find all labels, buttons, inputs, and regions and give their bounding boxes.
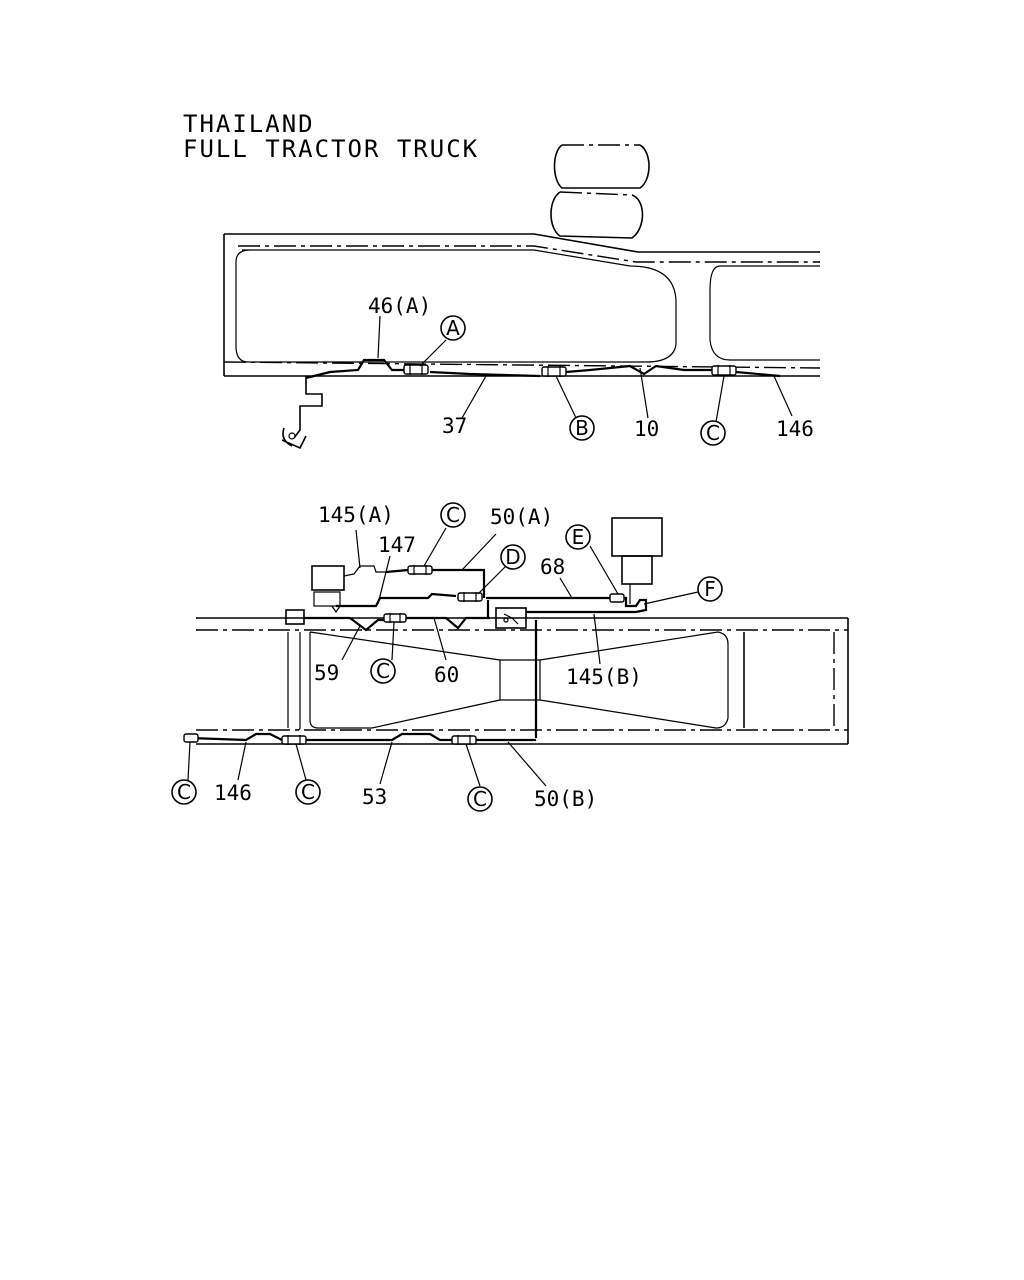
fitting-c1 [407, 565, 433, 575]
title-line-1: THAILAND [183, 110, 315, 138]
fitting-c4 [281, 735, 307, 745]
marker-c3-circle [171, 779, 197, 805]
marker-c-top: C [706, 421, 720, 445]
top-rail-upper-edge [224, 233, 820, 253]
label-46a: 46(A) [368, 294, 431, 318]
label-59: 59 [314, 661, 339, 685]
fitting-d [457, 592, 483, 602]
marker-c3: C [177, 780, 191, 804]
marker-c1-circle [440, 502, 466, 528]
pipe-145a [385, 568, 409, 574]
pipe-53 [306, 732, 452, 742]
fitting-f-elbow [620, 596, 648, 614]
fitting-b [541, 366, 567, 377]
pipe-147 [336, 592, 457, 608]
marker-b-circle [569, 415, 595, 441]
marker-d-circle [500, 544, 526, 570]
top-frame-view: 46(A) 37 10 146 A B C [223, 144, 821, 450]
label-145b: 145(B) [566, 665, 642, 689]
title-line-2: FULL TRACTOR TRUCK [183, 135, 479, 163]
small-box-left [285, 609, 350, 625]
relay-valve [495, 607, 527, 629]
pipe-146-top [735, 370, 781, 378]
marker-c4: C [301, 780, 315, 804]
marker-c5: C [473, 787, 487, 811]
air-tank-upper [553, 144, 650, 189]
label-146-top: 146 [776, 417, 814, 441]
label-53: 53 [362, 785, 387, 809]
label-37: 37 [442, 414, 467, 438]
marker-d: D [505, 545, 520, 569]
brake-chamber-top-right [611, 517, 663, 604]
fitting-a [403, 364, 429, 375]
marker-f: F [704, 577, 716, 601]
marker-a-circle [440, 315, 466, 341]
label-68: 68 [540, 555, 565, 579]
label-10: 10 [634, 417, 659, 441]
label-145a: 145(A) [318, 503, 394, 527]
pipe-46a [305, 358, 404, 380]
marker-c-top-circle [700, 420, 726, 446]
fitting-c3 [183, 733, 199, 743]
marker-a: A [446, 316, 460, 340]
marker-b: B [575, 416, 589, 440]
marker-c2-circle [370, 658, 396, 684]
marker-c4-circle [295, 779, 321, 805]
valve-block-left [311, 565, 386, 614]
marker-e: E [572, 525, 585, 549]
pipe-146-bottom [189, 732, 283, 742]
pipe-59 [349, 617, 384, 632]
label-50a: 50(A) [490, 505, 553, 529]
tank-bracket [281, 376, 323, 450]
label-146-bottom: 146 [214, 781, 252, 805]
air-tank-lower [550, 191, 644, 239]
label-147: 147 [378, 533, 416, 557]
fitting-c-top [711, 365, 737, 376]
marker-c1: C [446, 503, 460, 527]
fitting-c5 [451, 735, 477, 745]
label-60: 60 [434, 663, 459, 687]
marker-f-circle [697, 576, 723, 602]
pipe-37 [429, 370, 541, 378]
marker-e-circle [565, 524, 591, 550]
marker-c2: C [376, 659, 390, 683]
marker-c5-circle [467, 786, 493, 812]
pipe-60 [406, 616, 490, 630]
label-50b: 50(B) [534, 787, 597, 811]
pipe-10 [565, 364, 712, 376]
fitting-e [609, 593, 625, 603]
bottom-frame-view: 145(A) 147 50(A) 68 59 60 145(B) 146 53 … [171, 502, 849, 812]
fitting-c2 [383, 613, 407, 623]
